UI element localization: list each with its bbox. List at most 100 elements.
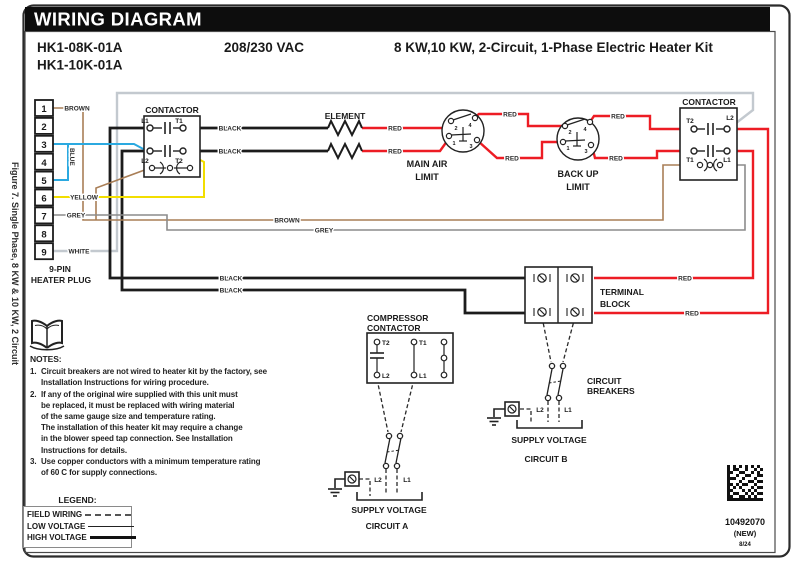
note-text: of the same gauge size and temperature r… <box>41 412 216 422</box>
terminal-block-label-1: TERMINAL <box>600 287 644 297</box>
note-text: in the blower speed tap connection. See … <box>41 434 233 444</box>
wires-brown <box>53 107 697 221</box>
cc-l2: L2 <box>382 373 390 380</box>
coil-bracket-right <box>176 161 181 175</box>
circuit-breaker-b <box>516 362 583 429</box>
legend-row-field-wiring: FIELD WIRING <box>27 509 132 521</box>
main-air-limit-label-2: LIMIT <box>415 172 439 182</box>
note-line: of the same gauge size and temperature r… <box>30 411 330 422</box>
pin-5: 5 <box>41 176 47 187</box>
label-yellow-pin: YELLOW <box>70 195 99 202</box>
contactor-left-t2: T2 <box>175 158 183 165</box>
bul-3: 3 <box>584 149 587 155</box>
dash-tb-b2 <box>562 316 576 363</box>
element <box>327 118 363 161</box>
note-line: be replaced, it must be replaced with wi… <box>30 400 330 411</box>
element-resistor-1 <box>327 118 363 138</box>
legend-row-high-voltage: HIGH VOLTAGE <box>27 532 136 544</box>
pin-7: 7 <box>41 212 46 223</box>
bul-4: 4 <box>583 127 587 133</box>
label-red-tb-2: RED <box>685 311 699 318</box>
note-num <box>30 433 41 444</box>
compressor-contactor-label-2: CONTACTOR <box>367 323 421 333</box>
dash-cc-a1 <box>376 378 389 433</box>
pin-box-4 <box>34 152 54 171</box>
note-line: The installation of this heater kit may … <box>30 422 330 433</box>
cc-t2: T2 <box>382 340 390 347</box>
contactor-right <box>679 107 738 181</box>
label-red-3: RED <box>503 112 517 119</box>
pin-box-5 <box>34 170 54 189</box>
pin-3: 3 <box>41 140 46 151</box>
note-num: 1. <box>30 367 37 377</box>
heater-plug <box>34 99 54 261</box>
contactor-left-t1: T1 <box>175 118 183 125</box>
legend: LEGEND: FIELD WIRING LOW VOLTAGE HIGH VO… <box>23 495 136 548</box>
label-red-tb-1: RED <box>678 276 692 283</box>
main-air-limit-label-1: MAIN AIR <box>407 159 448 169</box>
pin-box-8 <box>34 224 54 243</box>
wire-red-bul4-t2 <box>589 114 690 131</box>
compressor-contactor <box>366 332 454 384</box>
dash-b-ground <box>520 408 532 424</box>
compressor-contactor-label-1: COMPRESSOR <box>367 313 428 323</box>
label-red-6: RED <box>609 156 623 163</box>
label-blue-pin: BLUE <box>68 148 75 166</box>
note-num <box>30 467 41 478</box>
supply-voltage-b: SUPPLY VOLTAGE <box>511 435 587 445</box>
ground-a <box>328 471 360 497</box>
low-voltage-line-sample <box>88 525 135 527</box>
page-title: WIRING DIAGRAM <box>34 9 202 30</box>
dash-cc-a2 <box>400 378 415 433</box>
note-num <box>30 377 41 388</box>
supply-bracket-b <box>516 420 583 429</box>
pin-numbers: 1 2 3 4 5 6 7 8 9 <box>41 104 47 258</box>
supply-voltage-a: SUPPLY VOLTAGE <box>351 505 427 515</box>
note-num <box>30 400 41 411</box>
mal-3: 3 <box>469 144 472 150</box>
label-black-tb-1: BLACK <box>220 276 243 283</box>
contactor-right-title: CONTACTOR <box>682 97 736 107</box>
note-num: 3. <box>30 456 37 466</box>
circuit-breakers-label-2: BREAKERS <box>587 386 635 396</box>
wires-black <box>108 126 525 315</box>
dash-a-ground <box>359 478 371 496</box>
label-red-5: RED <box>505 156 519 163</box>
wires-silver <box>53 91 755 253</box>
cc-l1: L1 <box>419 373 427 380</box>
note-text: of 60 C for supply connections. <box>41 468 158 478</box>
terminal-block-label-2: BLOCK <box>600 299 631 309</box>
cc-t1: T1 <box>419 340 427 347</box>
label-black-tb-2: BLACK <box>220 288 243 295</box>
note-line: in the blower speed tap connection. See … <box>30 433 330 444</box>
book-icon <box>29 319 65 351</box>
note-text: Circuit breakers are not wired to heater… <box>41 367 267 377</box>
backup-limit-body <box>556 117 600 161</box>
pin-box-7 <box>34 206 54 225</box>
note-line: Instructions for details. <box>30 445 330 456</box>
pin-box-2 <box>34 117 54 135</box>
note-line: 2.If any of the original wire supplied w… <box>30 389 330 400</box>
bul-1: 1 <box>566 146 569 152</box>
contactor-left-title: CONTACTOR <box>145 105 199 115</box>
contactor-left <box>143 115 201 178</box>
note-line: 1. Circuit breakers are not wired to heat… <box>30 366 330 377</box>
pin-9: 9 <box>41 247 46 258</box>
contactor-right-l1: L1 <box>723 157 731 164</box>
legend-label-field-wiring: FIELD WIRING <box>27 510 83 520</box>
field-wiring-line-sample <box>85 513 132 516</box>
note-num: 2. <box>30 389 37 399</box>
legend-row-low-voltage: LOW VOLTAGE <box>27 521 135 533</box>
circuit-a-l1: L1 <box>403 477 411 484</box>
note-num <box>30 422 41 433</box>
label-red-4: RED <box>611 114 625 121</box>
pin-2: 2 <box>41 122 46 133</box>
pin-box-3 <box>34 134 54 153</box>
notes-section: NOTES: 1.Circuit breakers are not wired … <box>30 354 330 478</box>
wires-field-dashed <box>359 316 576 496</box>
wire-blue-pins <box>53 143 69 181</box>
pin-6: 6 <box>41 194 46 205</box>
model-number-2: HK1-10K-01A <box>37 58 123 73</box>
circuit-a-l2: L2 <box>374 477 382 484</box>
